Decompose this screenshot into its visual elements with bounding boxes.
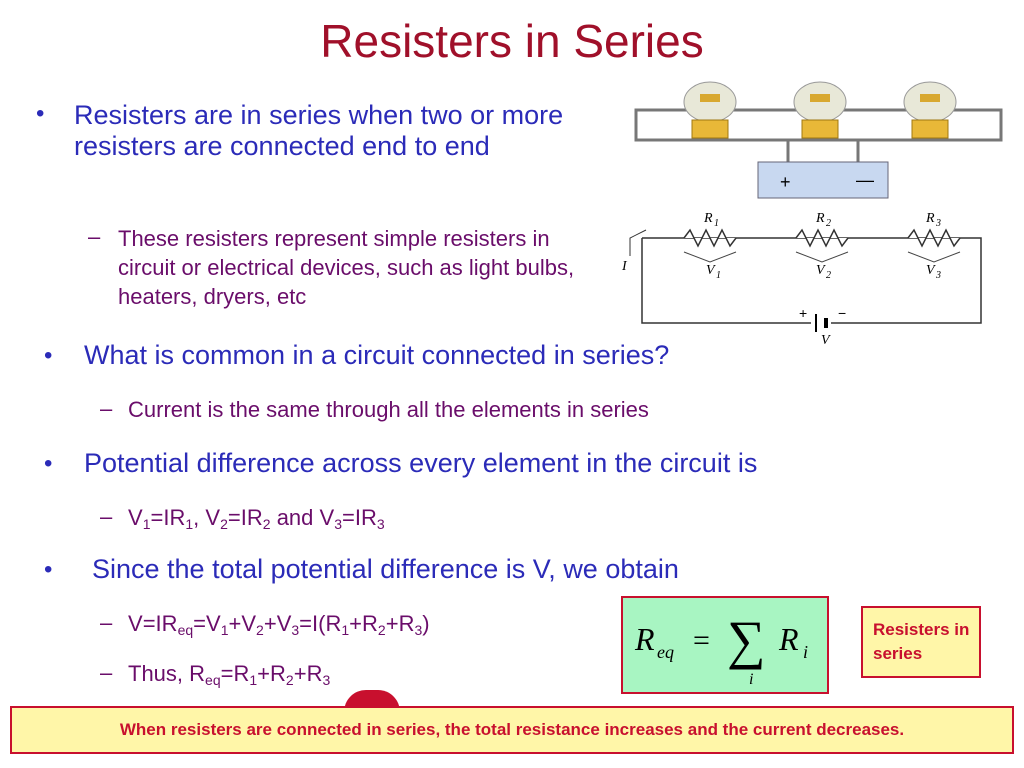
svg-text:I: I: [621, 259, 628, 274]
light-bulb-2: [793, 81, 847, 139]
svg-text:i: i: [803, 642, 808, 662]
svg-text:+: +: [799, 305, 807, 321]
dash-marker: –: [88, 224, 101, 249]
bulb-circuit-illustration: + —: [634, 81, 1003, 199]
bullet-current-same: Current is the same through all the elem…: [128, 397, 649, 422]
bullet-common-question: What is common in a circuit connected in…: [84, 340, 670, 370]
svg-text:3: 3: [935, 218, 941, 229]
svg-text:—: —: [856, 170, 874, 190]
bullet-examples: These resisters represent simple resiste…: [118, 226, 575, 309]
bullet-series-definition: Resisters are in series when two or more…: [74, 100, 564, 161]
dash-marker: –: [100, 396, 113, 421]
dash-marker: –: [100, 610, 113, 635]
page-title: Resisters in Series: [320, 15, 704, 67]
battery-symbol: + −: [799, 305, 846, 332]
bullet-dot: •: [44, 342, 53, 369]
equivalent-resistance-equation: Thus, Req=R1+R2+R3: [128, 661, 331, 688]
resistor-r3: [907, 228, 961, 248]
bullet-total-potential: Since the total potential difference is …: [92, 554, 679, 584]
resistor-r2: [795, 228, 849, 248]
svg-text:V: V: [821, 333, 831, 348]
svg-text:V: V: [926, 263, 936, 278]
current-arrow-icon: [629, 229, 647, 256]
bullet-potential-difference: Potential difference across every elemen…: [84, 448, 758, 478]
svg-text:+: +: [780, 172, 791, 192]
svg-text:2: 2: [826, 218, 831, 229]
svg-text:R: R: [778, 621, 799, 657]
svg-text:2: 2: [826, 270, 831, 281]
bullet-dot: •: [44, 450, 53, 477]
dash-marker: –: [100, 660, 113, 685]
total-voltage-equation: V=IReq=V1+V2+V3=I(R1+R2+R3): [128, 611, 430, 638]
svg-text:R: R: [925, 211, 935, 226]
voltage-equations: V1=IR1, V2=IR2 and V3=IR3: [128, 505, 385, 532]
svg-text:eq: eq: [657, 642, 674, 662]
equivalent-resistance-formula: R eq = ∑ i R i: [621, 596, 829, 694]
battery-icon: + —: [757, 161, 889, 199]
svg-text:−: −: [838, 305, 846, 321]
dash-marker: –: [100, 504, 113, 529]
svg-text:V: V: [706, 263, 716, 278]
svg-text:3: 3: [935, 270, 941, 281]
svg-text:R: R: [703, 211, 713, 226]
light-bulb-1: [683, 81, 737, 139]
svg-text:=: =: [693, 624, 710, 657]
svg-text:∑: ∑: [727, 610, 766, 670]
svg-text:1: 1: [716, 270, 721, 281]
resistor-r1: [683, 228, 737, 248]
light-bulb-3: [903, 81, 957, 139]
svg-text:R: R: [634, 621, 655, 657]
svg-text:1: 1: [714, 218, 719, 229]
svg-text:V: V: [816, 263, 826, 278]
resisters-in-series-label: Resisters in series: [861, 606, 981, 678]
bullet-dot: •: [44, 556, 53, 583]
svg-text:i: i: [749, 671, 753, 688]
svg-text:R: R: [815, 211, 825, 226]
summary-banner: When resisters are connected in series, …: [10, 706, 1014, 754]
bullet-dot: •: [36, 100, 45, 127]
